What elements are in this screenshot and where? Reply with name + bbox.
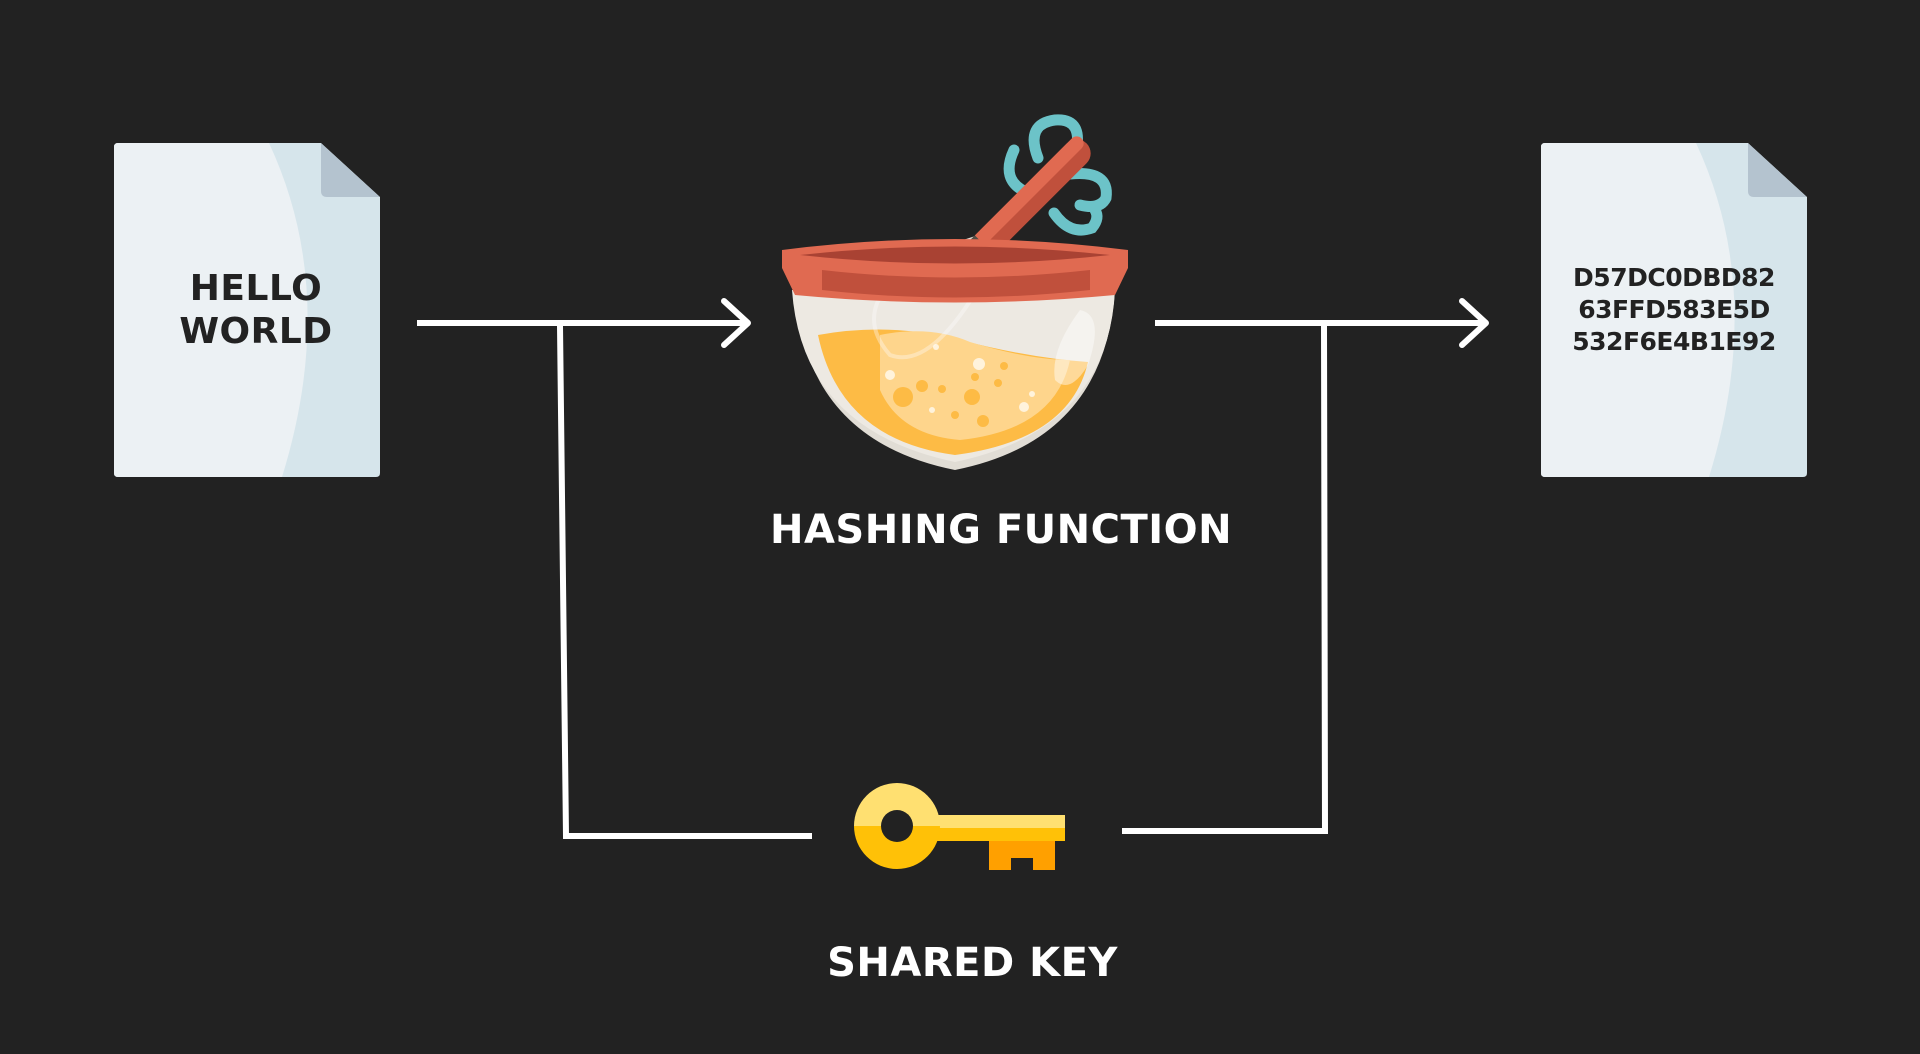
shared-key-label: SHARED KEY <box>827 940 1118 986</box>
key-connector-right <box>1122 325 1329 834</box>
input-text-line-2: WORLD <box>179 311 333 352</box>
hash-text-line-2: 63FFD583E5D <box>1578 295 1770 324</box>
document-icon <box>114 143 380 477</box>
input-document: HELLO WORLD <box>114 143 380 477</box>
key-icon <box>854 783 1065 870</box>
mixing-bowl-whisk-icon <box>782 114 1128 470</box>
hash-text-line-1: D57DC0DBD82 <box>1573 263 1775 292</box>
hash-text-line-3: 532F6E4B1E92 <box>1572 327 1776 356</box>
input-text-line-1: HELLO <box>189 268 323 309</box>
document-icon <box>1541 143 1807 477</box>
key-connector-left <box>557 325 812 839</box>
hashing-function-label: HASHING FUNCTION <box>770 507 1233 553</box>
input-arrow <box>417 298 751 348</box>
output-arrow <box>1155 298 1489 348</box>
output-document: D57DC0DBD82 63FFD583E5D 532F6E4B1E92 <box>1541 143 1807 477</box>
